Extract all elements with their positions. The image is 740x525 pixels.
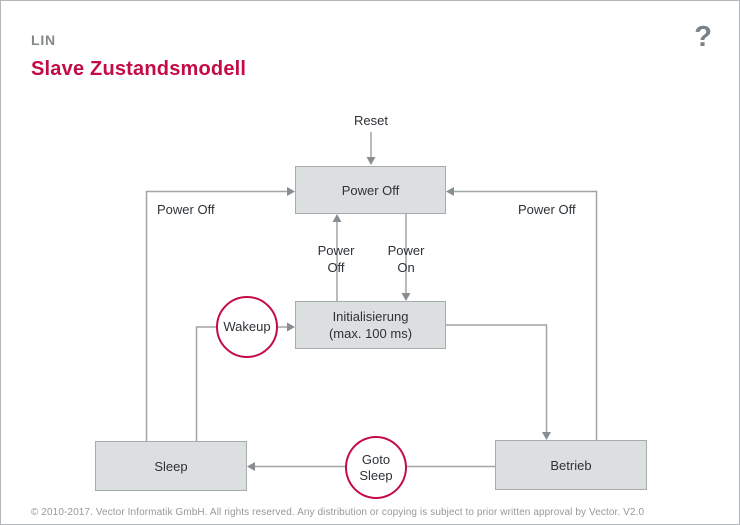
state-sublabel: (max. 100 ms) (328, 326, 413, 341)
label-power-off-left: Power Off (157, 202, 215, 217)
connector-power-off-to-init-down (401, 214, 411, 301)
label-power-off-right: Power Off (518, 202, 576, 217)
event-label-line2: Sleep (359, 467, 393, 483)
connector-init-to-power-off-up (332, 214, 342, 301)
copyright-notice: © 2010-2017. Vector Informatik GmbH. All… (31, 507, 645, 518)
label-line2: Off (327, 260, 345, 275)
connector-sleep-to-wakeup (195, 326, 216, 441)
state-betrieb: Betrieb (495, 440, 647, 490)
state-label: Power Off (341, 182, 400, 198)
state-power-off: Power Off (295, 166, 446, 214)
state-label: Initialisierung (332, 309, 409, 324)
connector-init-to-betrieb (446, 324, 551, 440)
state-label: Betrieb (550, 457, 592, 473)
state-initialisierung: Initialisierung (max. 100 ms) (295, 301, 446, 349)
label-line1: Power (387, 243, 425, 258)
connector-betrieb-to-power-off-right (446, 187, 598, 440)
label-line2: On (397, 260, 415, 275)
connector-wakeup-to-init (278, 322, 295, 332)
connector-reset-to-power-off (366, 132, 376, 165)
connector-sleep-to-power-off-left (145, 187, 295, 441)
event-wakeup: Wakeup (216, 296, 278, 358)
category-label: LIN (31, 32, 56, 48)
page-title: Slave Zustandsmodell (31, 58, 247, 80)
help-icon[interactable]: ? (694, 21, 712, 53)
label-power-off-transition: Power Off (306, 242, 366, 276)
label-line1: Power (317, 243, 355, 258)
label-power-on-transition: Power On (376, 242, 436, 276)
event-label-line1: Goto (361, 451, 391, 467)
event-label: Wakeup (223, 319, 271, 334)
label-reset: Reset (354, 113, 388, 128)
state-sleep: Sleep (95, 441, 247, 491)
state-label: Sleep (154, 458, 188, 474)
event-goto-sleep: Goto Sleep (345, 436, 407, 499)
connector-goto-sleep-to-sleep (247, 462, 345, 471)
